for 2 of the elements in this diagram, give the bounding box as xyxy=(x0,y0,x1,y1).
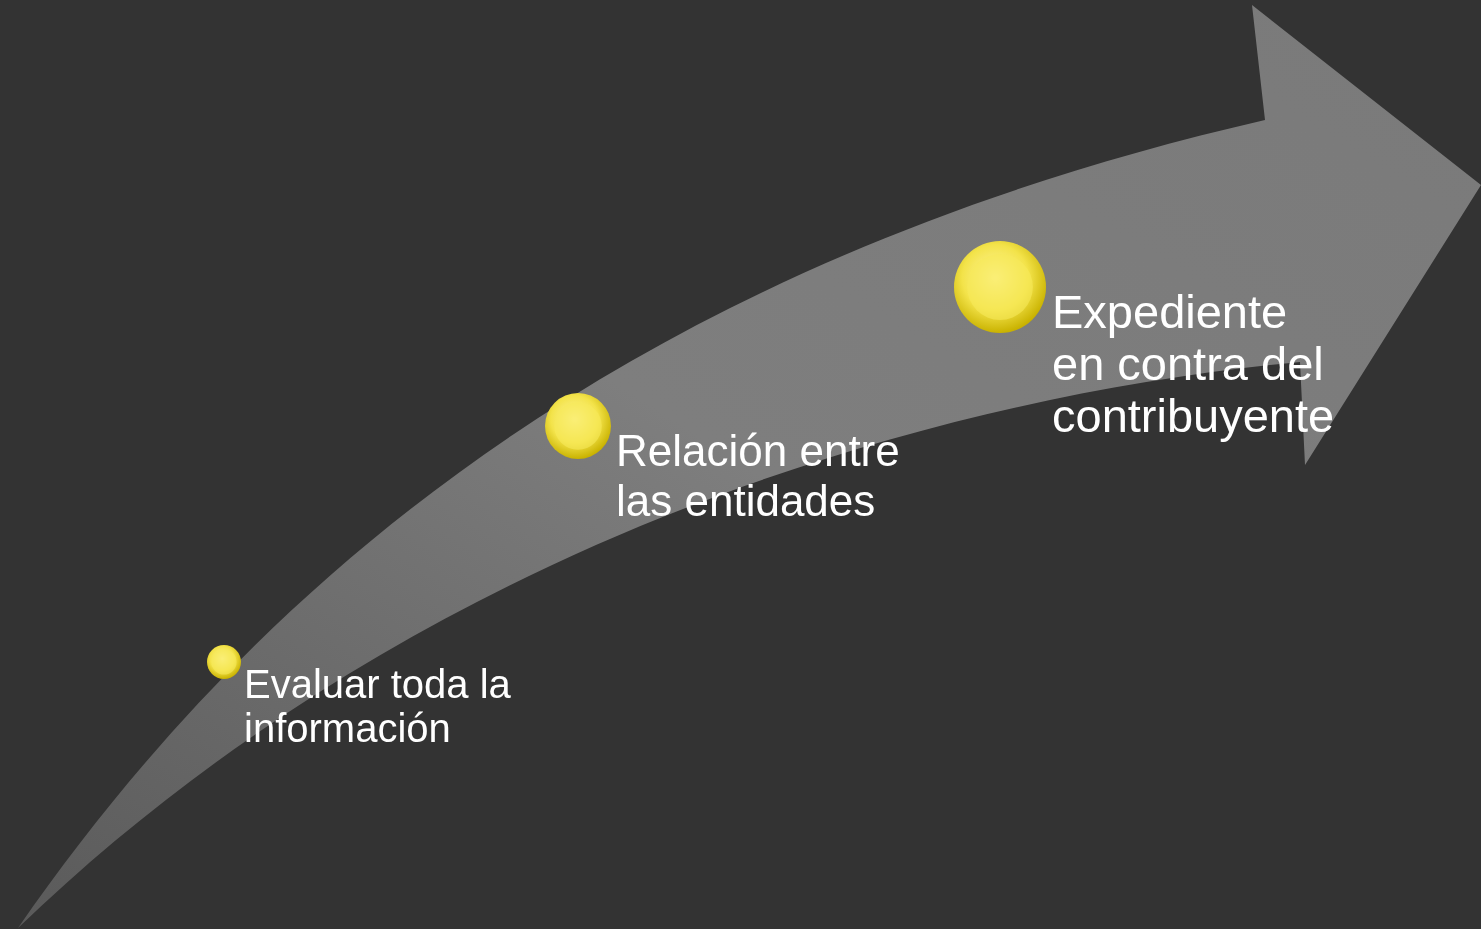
step-label: Evaluar toda la información xyxy=(244,662,512,750)
step-label: Relación entre las entidades xyxy=(616,426,901,526)
